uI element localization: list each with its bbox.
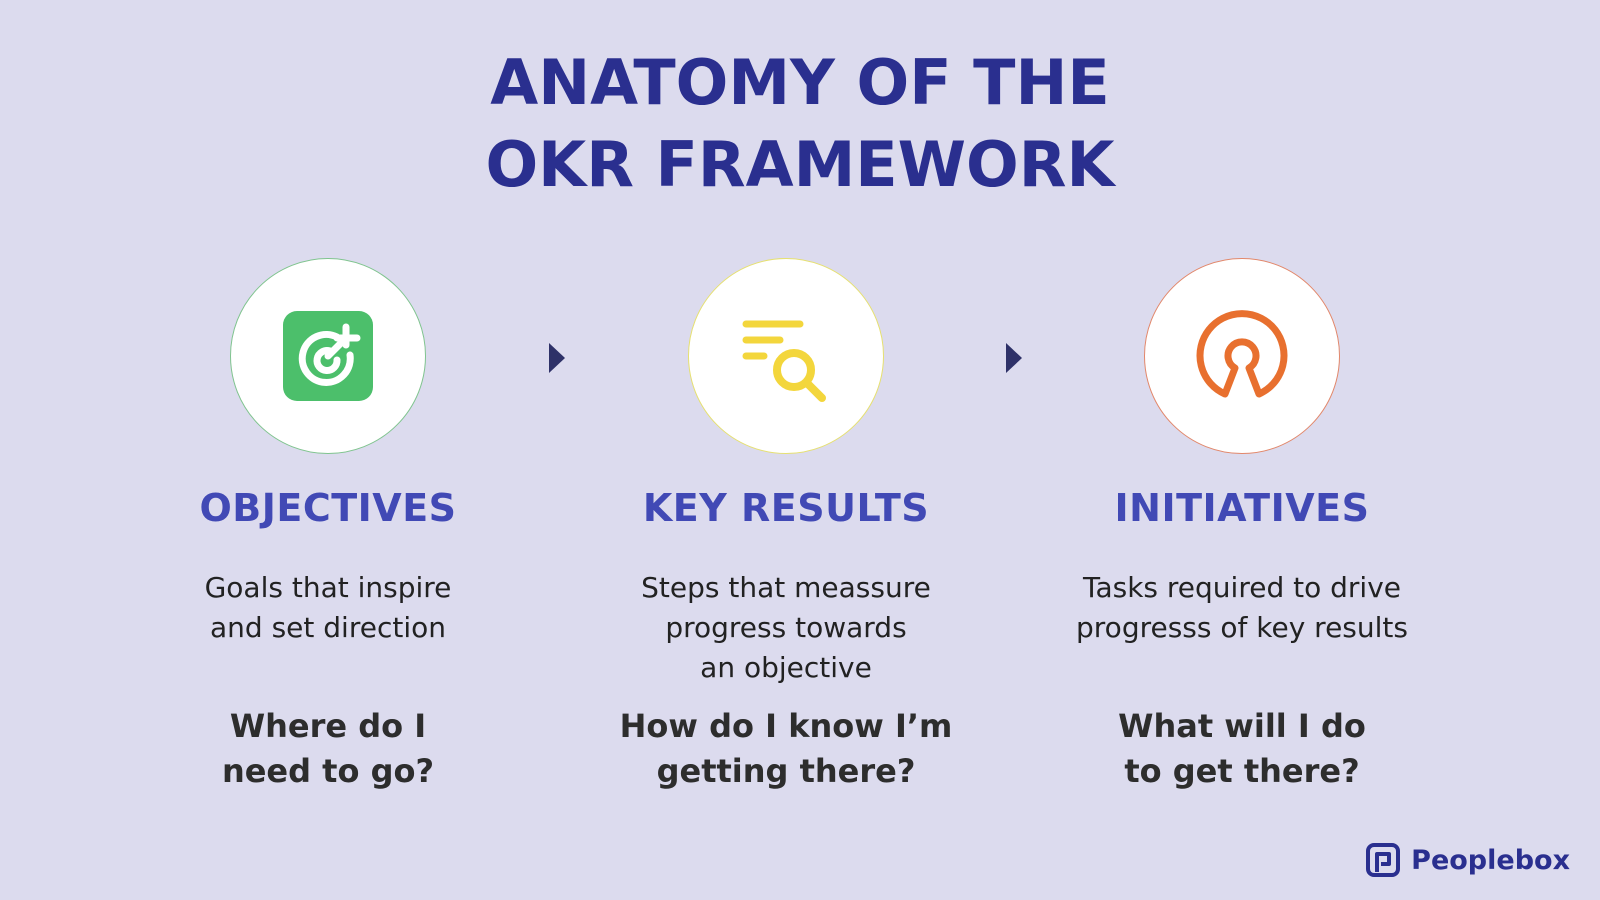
description-line: an objective — [700, 651, 872, 684]
objectives-description: Goals that inspire and set direction — [118, 568, 538, 698]
initiatives-question: What will I do to get there? — [1032, 704, 1452, 794]
flow-arrow-icon — [1006, 343, 1022, 373]
question-line: to get there? — [1124, 752, 1360, 790]
question-line: need to go? — [221, 752, 435, 790]
keyhole-icon — [1196, 310, 1288, 398]
objectives-question: Where do I need to go? — [118, 704, 538, 794]
objectives-heading: OBJECTIVES — [199, 486, 457, 530]
peoplebox-logo-icon — [1366, 843, 1401, 877]
initiatives-description: Tasks required to drive progresss of key… — [1032, 568, 1452, 698]
key-results-description: Steps that meassure progress towards an … — [576, 568, 996, 698]
objectives-icon-circle — [230, 258, 426, 454]
flow-arrow-icon — [549, 343, 565, 373]
initiatives-icon-circle — [1144, 258, 1340, 454]
key-results-heading: KEY RESULTS — [642, 486, 930, 530]
target-icon — [283, 311, 373, 401]
brand-name: Peoplebox — [1411, 844, 1570, 876]
description-line: progresss of key results — [1076, 611, 1408, 644]
key-results-column: KEY RESULTS Steps that meassure progress… — [576, 258, 996, 794]
page-title: ANATOMY OF THE OKR FRAMEWORK — [0, 42, 1600, 206]
question-line: getting there? — [656, 752, 916, 790]
description-line: progress towards — [665, 611, 907, 644]
initiatives-column: INITIATIVES Tasks required to drive prog… — [1032, 258, 1452, 794]
description-line: and set direction — [210, 611, 446, 644]
description-line: Goals that inspire — [204, 571, 452, 604]
key-results-icon-circle — [688, 258, 884, 454]
question-line: Where do I — [229, 707, 427, 745]
objectives-column: OBJECTIVES Goals that inspire and set di… — [118, 258, 538, 794]
description-line: Tasks required to drive — [1082, 571, 1401, 604]
title-line-2: OKR FRAMEWORK — [485, 128, 1115, 201]
key-results-question: How do I know I’m getting there? — [576, 704, 996, 794]
question-line: What will I do — [1118, 707, 1366, 745]
initiatives-heading: INITIATIVES — [1114, 486, 1370, 530]
description-line: Steps that meassure — [641, 571, 931, 604]
question-line: How do I know I’m — [619, 707, 953, 745]
list-search-icon — [742, 320, 826, 402]
brand-logo: Peoplebox — [1365, 842, 1570, 878]
title-line-1: ANATOMY OF THE — [490, 46, 1110, 119]
